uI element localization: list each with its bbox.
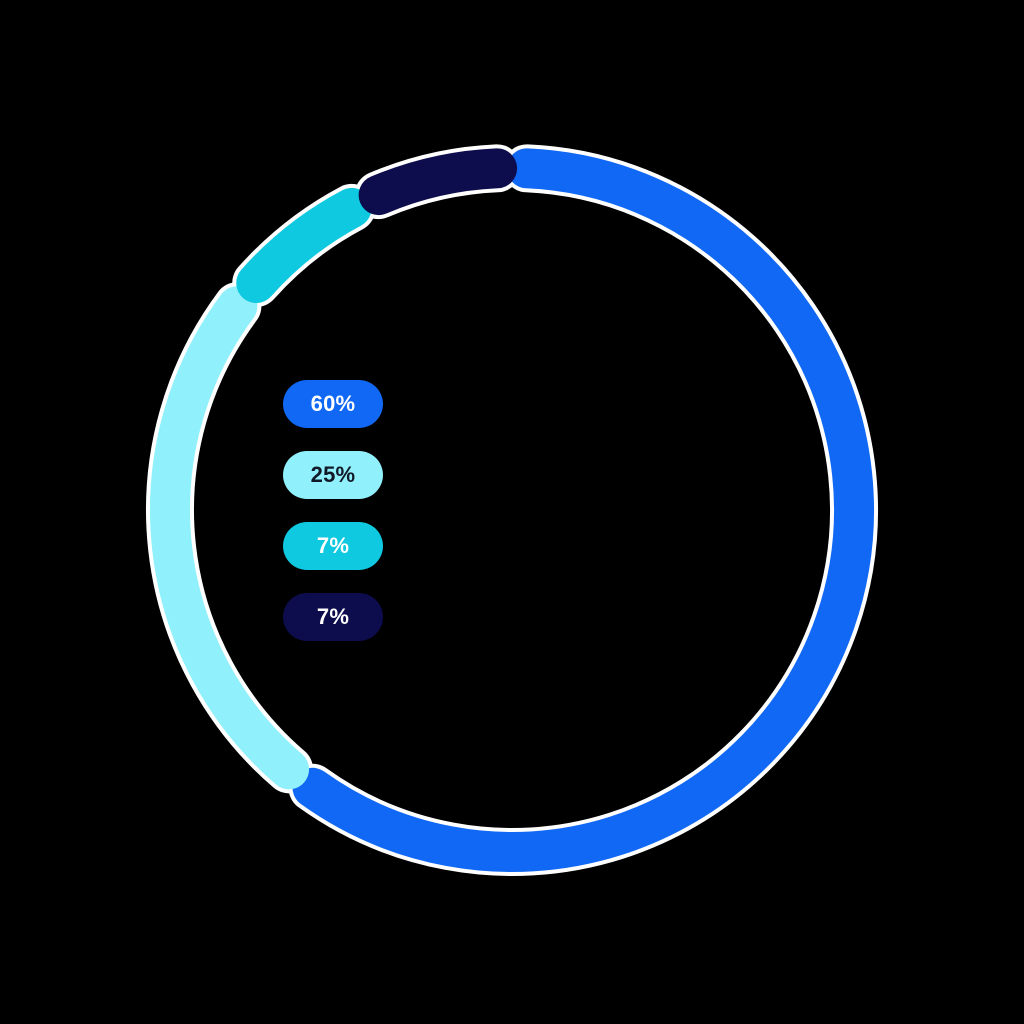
- legend-item-2-label: 25%: [310, 462, 356, 487]
- legend-item-1[interactable]: 60%: [283, 380, 383, 428]
- chart-legend: 60% 25% 7% 7%: [283, 380, 387, 641]
- legend-item-2[interactable]: 25%: [283, 451, 383, 499]
- donut-segment-4[interactable]: [358, 148, 518, 216]
- legend-item-3-label: 7%: [316, 533, 350, 558]
- legend-item-1-label: 60%: [310, 391, 356, 416]
- donut-segment-2[interactable]: [150, 286, 310, 790]
- legend-item-4[interactable]: 7%: [283, 593, 383, 641]
- donut-segment-1[interactable]: [292, 148, 874, 872]
- legend-item-3[interactable]: 7%: [283, 522, 383, 570]
- donut-segments: [146, 144, 878, 876]
- legend-item-4-label: 7%: [316, 604, 350, 629]
- donut-segment-3[interactable]: [236, 187, 372, 303]
